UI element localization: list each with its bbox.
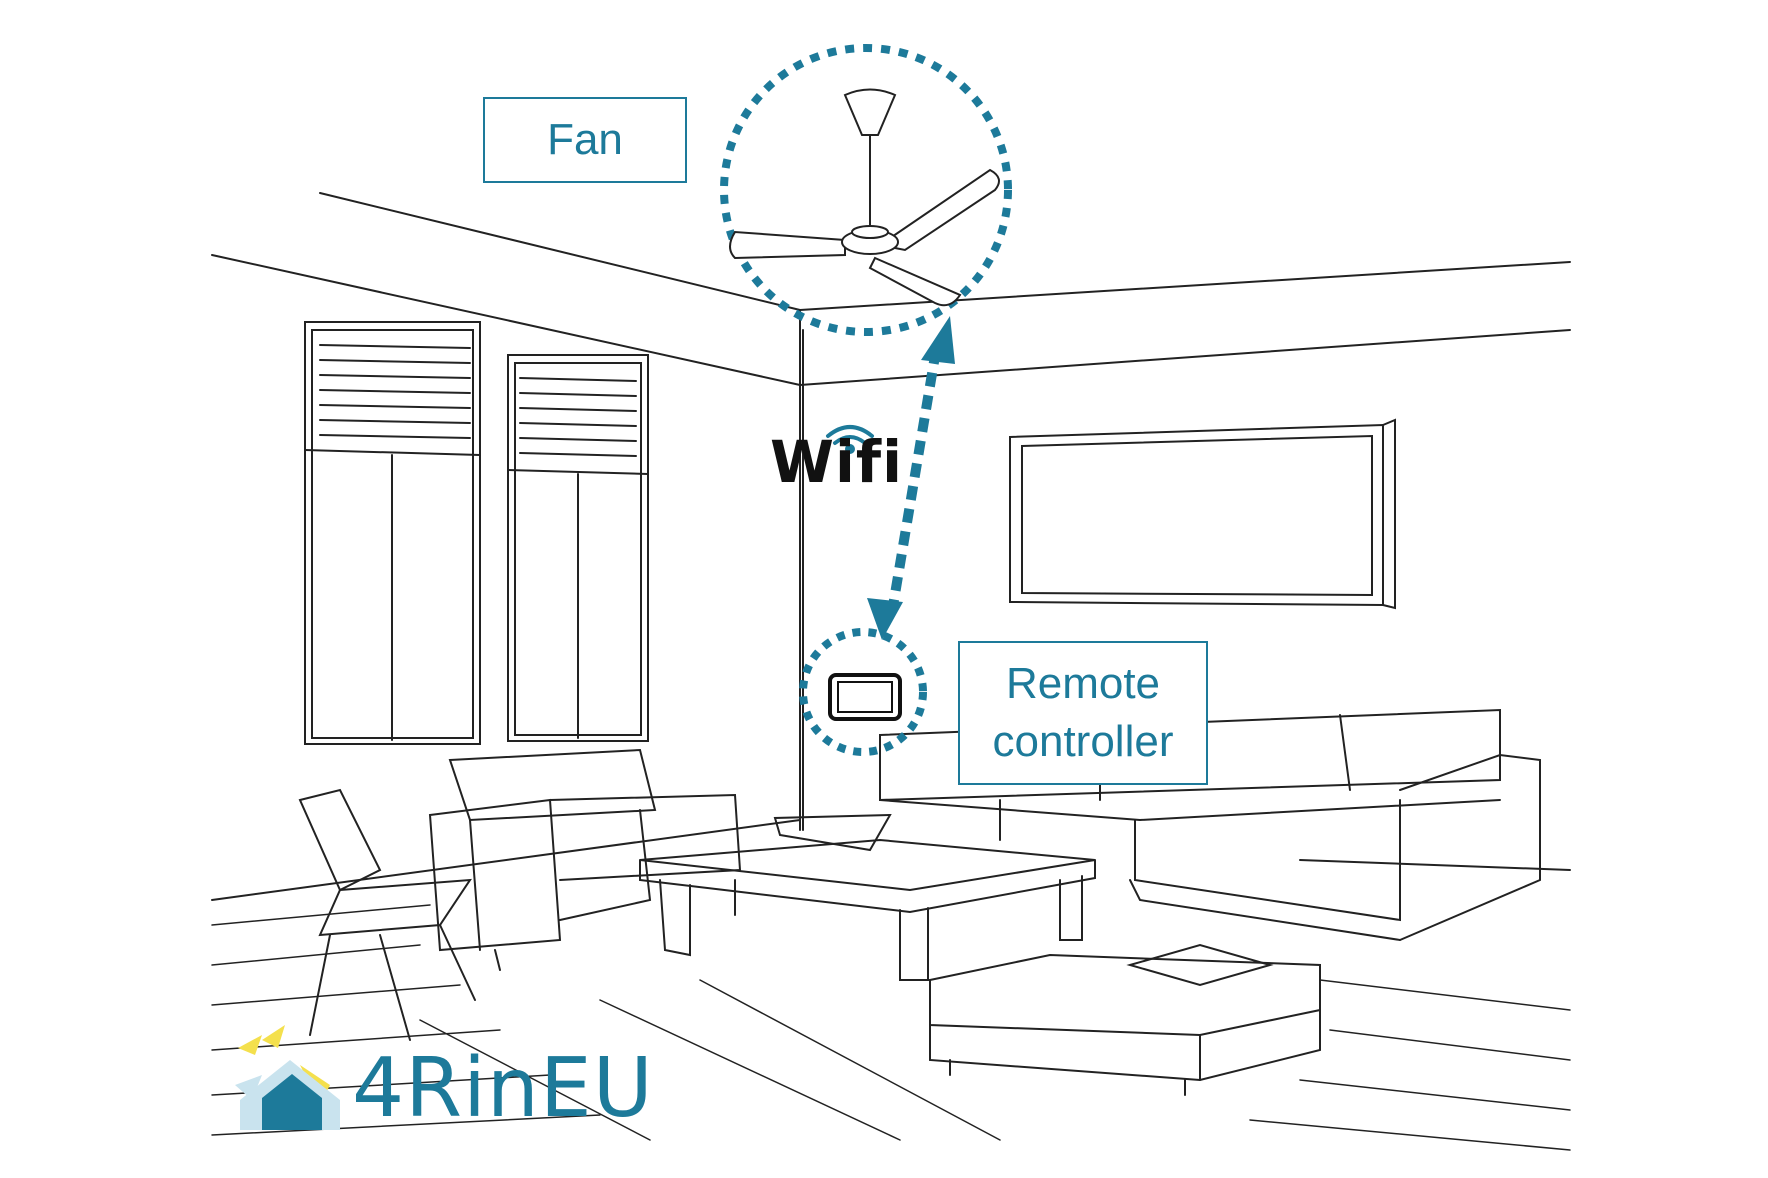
ceiling-fan bbox=[729, 88, 1000, 307]
ceiling-right-edge bbox=[799, 261, 1571, 311]
wall-picture-frame bbox=[1009, 418, 1396, 610]
wall-floor-right bbox=[1299, 859, 1571, 871]
wifi-link-arrow bbox=[867, 316, 955, 640]
fan-label-text: Fan bbox=[547, 115, 623, 164]
tablet-icon bbox=[828, 673, 902, 721]
wifi-icon bbox=[826, 425, 874, 454]
window-left bbox=[304, 321, 481, 745]
fan-label: Fan bbox=[483, 97, 687, 183]
chair bbox=[298, 788, 476, 1041]
ceiling-left-edge bbox=[319, 192, 801, 311]
remote-label-line2: controller bbox=[992, 717, 1174, 766]
logo-house-icon bbox=[235, 1025, 340, 1130]
wall-right-top bbox=[799, 329, 1571, 386]
remote-controller-label: Remote controller bbox=[958, 641, 1208, 785]
wall-left-top bbox=[211, 254, 801, 386]
logo-text: 4RinEU bbox=[352, 1041, 654, 1136]
coffee-table bbox=[639, 813, 1096, 981]
armchair bbox=[428, 748, 742, 971]
ottoman bbox=[929, 943, 1321, 1096]
remote-label-line1: Remote bbox=[1005, 659, 1161, 708]
remote-highlight-circle bbox=[799, 628, 927, 756]
window-middle bbox=[507, 354, 649, 742]
fan-highlight-circle bbox=[720, 44, 1012, 336]
sofa bbox=[879, 708, 1541, 941]
wifi-label: Wifi bbox=[770, 428, 903, 496]
floor-boards bbox=[211, 904, 1571, 1151]
wall-floor-left bbox=[211, 819, 801, 901]
